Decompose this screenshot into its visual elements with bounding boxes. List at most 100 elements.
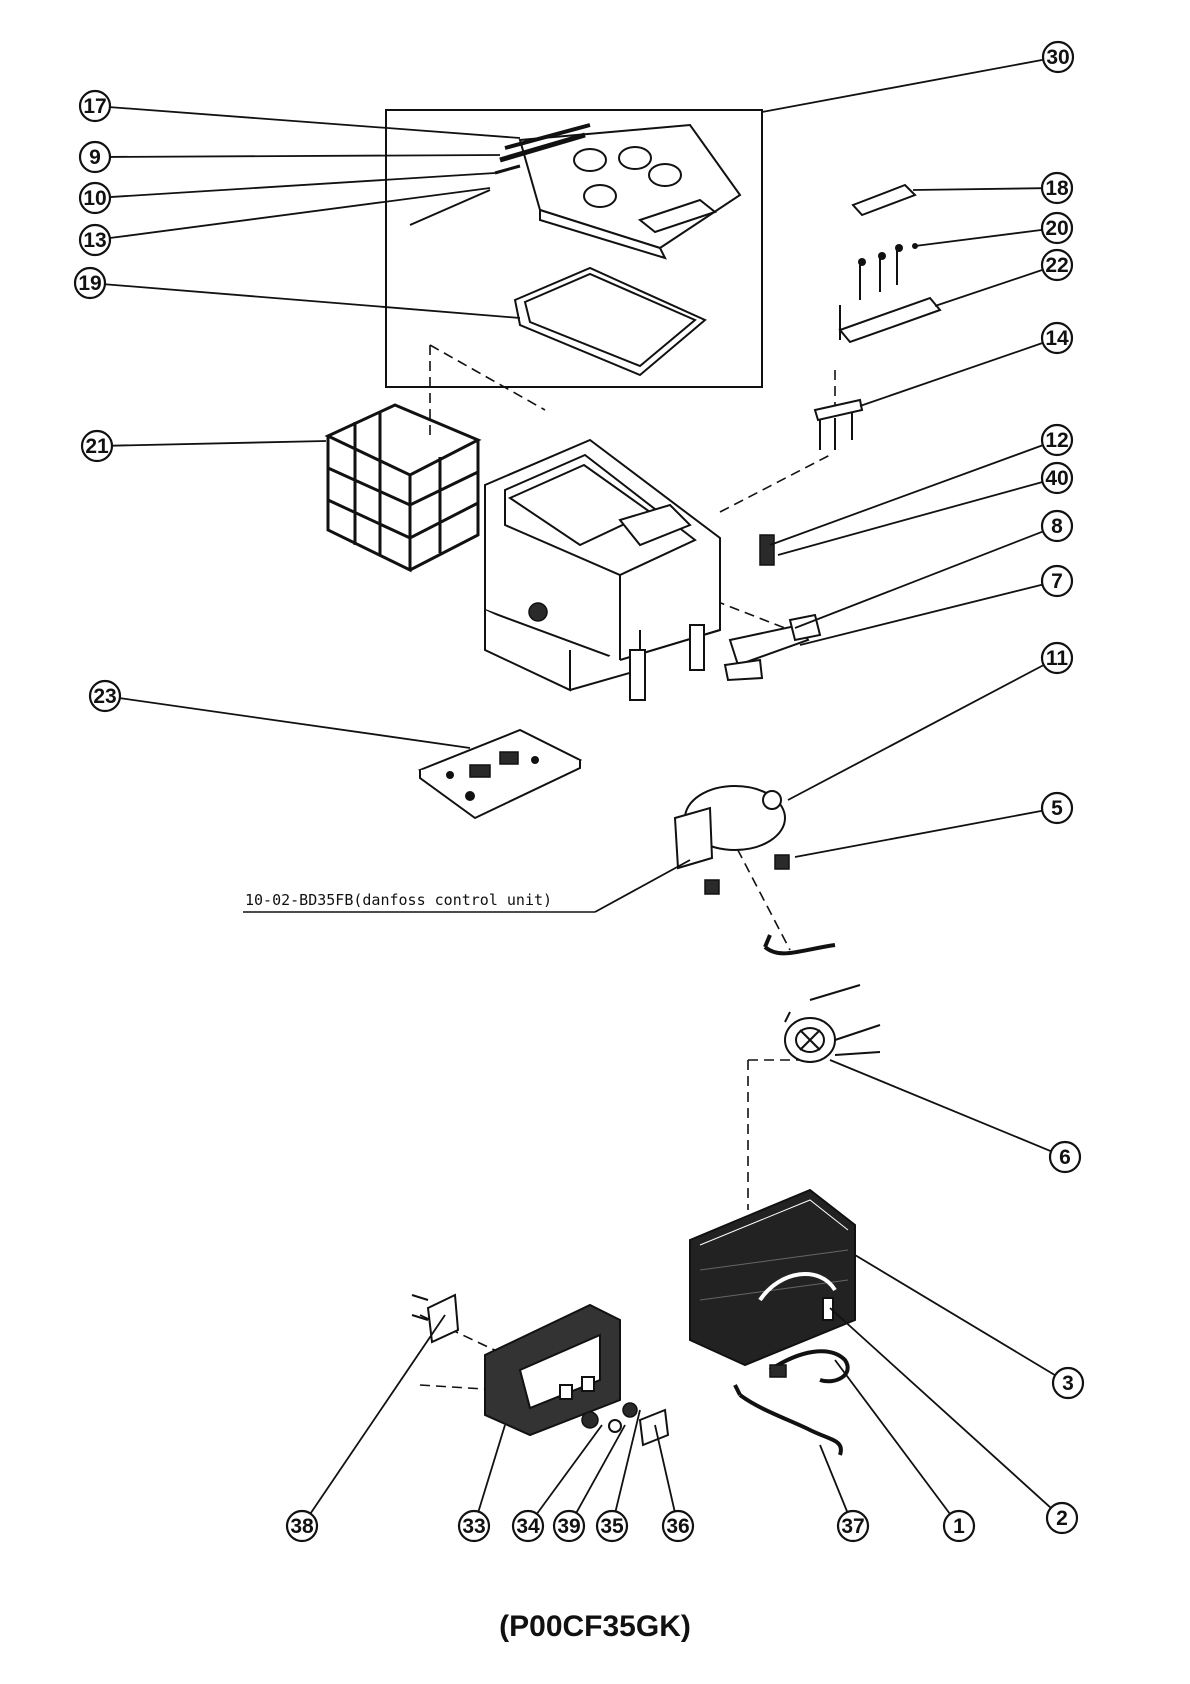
callout-circle-7 — [1040, 564, 1074, 598]
callout-number-13: 13 — [83, 229, 106, 252]
callout-number-11: 11 — [1046, 647, 1069, 670]
callout-number-21: 21 — [85, 435, 109, 458]
leader-line-40 — [777, 481, 1043, 556]
callout-circle-17 — [78, 89, 112, 123]
leader-line-17 — [109, 106, 521, 139]
callout-number-39: 39 — [557, 1515, 580, 1538]
callout-number-18: 18 — [1045, 177, 1069, 200]
callout-number-22: 22 — [1045, 254, 1068, 277]
callout-number-33: 33 — [462, 1515, 485, 1538]
leader-line-21 — [111, 440, 327, 447]
leader-line-20 — [914, 228, 1043, 247]
leader-line-8 — [794, 530, 1044, 629]
callout-number-17: 17 — [83, 95, 106, 118]
condenser — [689, 1188, 856, 1367]
callout-number-10: 10 — [83, 187, 106, 210]
hinge-rods — [409, 123, 591, 226]
leader-line-1 — [834, 1359, 951, 1515]
callout-number-1: 1 — [953, 1515, 965, 1538]
callout-number-20: 20 — [1045, 217, 1068, 240]
leader-line-9 — [109, 154, 501, 158]
callout-circle-21 — [80, 429, 114, 463]
leader-line-35 — [614, 1409, 641, 1512]
leader-line-36 — [654, 1424, 676, 1512]
callout-circle-6 — [1048, 1140, 1082, 1174]
lid-assembly-box — [385, 109, 763, 388]
lid-part — [518, 123, 742, 260]
leader-line-6 — [829, 1059, 1052, 1153]
leader-line-39 — [575, 1424, 626, 1514]
callout-circle-18 — [1040, 171, 1074, 205]
callout-number-14: 14 — [1045, 327, 1069, 350]
callout-number-40: 40 — [1045, 467, 1068, 490]
callout-number-5: 5 — [1051, 797, 1063, 820]
latch-spring — [759, 534, 775, 566]
callout-circle-14 — [1040, 321, 1074, 355]
leader-line-12 — [769, 444, 1044, 546]
callout-number-38: 38 — [290, 1515, 314, 1538]
leader-line-30 — [761, 58, 1044, 113]
latch-plate — [813, 398, 864, 450]
callout-circle-34 — [511, 1509, 545, 1543]
callout-circle-20 — [1040, 211, 1074, 245]
leader-line-18 — [912, 187, 1043, 191]
leader-line-19 — [104, 283, 521, 319]
leader-line-23 — [119, 697, 471, 749]
callout-circle-23 — [88, 679, 122, 713]
leader-line-38 — [309, 1314, 446, 1515]
callout-circle-12 — [1040, 423, 1074, 457]
power-cords — [733, 1349, 850, 1456]
leader-line-33 — [477, 1424, 506, 1512]
leader-line-2 — [829, 1307, 1052, 1509]
callout-group: 30 17 9 10 13 19 18 20 22 14 21 1 2 40 8 7 23 11 5 6 3 38 33 34… — [73, 40, 1085, 1543]
callout-circle-38 — [285, 1509, 319, 1543]
callout-circle-39 — [552, 1509, 586, 1543]
leader-line-11 — [787, 664, 1045, 801]
control-housing — [411, 1293, 670, 1447]
leader-line-37 — [819, 1444, 849, 1513]
fan-assembly — [784, 984, 881, 1063]
bottom-plate — [417, 728, 583, 820]
callout-number-19: 19 — [78, 272, 101, 295]
callout-number-37: 37 — [841, 1515, 864, 1538]
leader-line-3 — [854, 1254, 1056, 1377]
compressor — [673, 785, 836, 956]
callout-circle-2 — [1045, 1501, 1079, 1535]
leader-line-10 — [109, 172, 496, 198]
callout-number-9: 9 — [89, 146, 101, 169]
callout-circle-19 — [73, 266, 107, 300]
callout-circle-22 — [1040, 248, 1074, 282]
callout-circle-11 — [1040, 641, 1074, 675]
model-number-label: (P00CF35GK) — [499, 1610, 691, 1643]
leader-line-22 — [934, 268, 1044, 307]
callout-circle-8 — [1040, 509, 1074, 543]
callout-number-23: 23 — [93, 685, 116, 708]
callout-number-3: 3 — [1062, 1372, 1074, 1395]
callout-circle-5 — [1040, 791, 1074, 825]
callout-number-2: 2 — [1056, 1507, 1068, 1530]
leader-line-13 — [109, 187, 491, 239]
callout-circle-37 — [836, 1509, 870, 1543]
cabinet-body — [484, 438, 721, 701]
callout-number-36: 36 — [666, 1515, 689, 1538]
callout-circle-36 — [661, 1509, 695, 1543]
callout-number-34: 34 — [516, 1515, 540, 1538]
callout-number-30: 30 — [1046, 46, 1069, 69]
leader-line-34 — [536, 1424, 603, 1515]
callout-number-8: 8 — [1051, 515, 1063, 538]
control-unit-label: 10-02-BD35FB(danfoss control unit) — [245, 891, 552, 909]
wire-basket — [324, 403, 482, 573]
carry-handle — [723, 613, 822, 682]
callout-circle-13 — [78, 223, 112, 257]
callout-circle-3 — [1051, 1366, 1085, 1400]
callout-circle-40 — [1040, 461, 1074, 495]
leader-line-14 — [859, 342, 1044, 407]
callout-circle-30 — [1041, 40, 1075, 74]
callout-number-35: 35 — [600, 1515, 624, 1538]
callout-circle-1 — [942, 1509, 976, 1543]
callout-number-7: 7 — [1051, 570, 1063, 593]
callout-number-6: 6 — [1059, 1146, 1071, 1169]
leader-line-5 — [794, 809, 1043, 858]
hinge-bracket — [838, 183, 942, 344]
